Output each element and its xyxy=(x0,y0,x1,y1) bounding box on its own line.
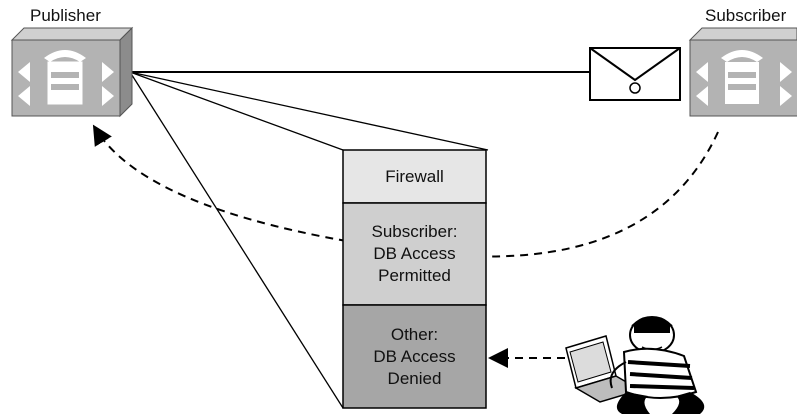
publisher-label: Publisher xyxy=(30,6,101,25)
subscriber-call-manager-icon xyxy=(688,27,797,117)
fan-line-mid xyxy=(129,71,344,151)
firewall-header: Firewall xyxy=(385,166,444,186)
burglar-icon xyxy=(609,316,705,414)
firewall-permitted-box xyxy=(342,202,487,306)
firewall-rule-denied: Other: DB Access Denied xyxy=(373,324,456,388)
subscriber-label: Subscriber xyxy=(705,6,787,25)
fan-line-bottom xyxy=(129,71,344,409)
laptop-icon xyxy=(565,335,642,403)
firewall-header-box xyxy=(342,149,487,204)
publisher-call-manager-icon xyxy=(10,26,134,118)
firewall-denied-box xyxy=(342,304,487,409)
fan-line-top xyxy=(129,71,489,151)
firewall-rule-permitted: Subscriber: DB Access Permitted xyxy=(371,222,458,285)
envelope-icon xyxy=(589,47,681,101)
